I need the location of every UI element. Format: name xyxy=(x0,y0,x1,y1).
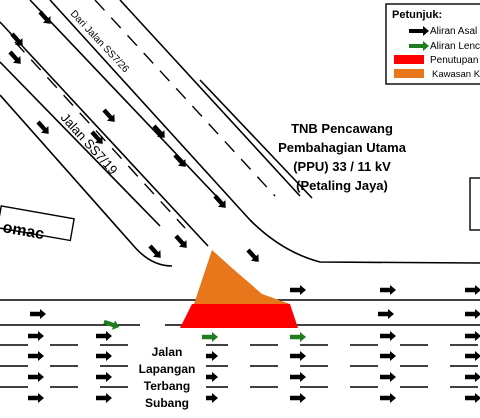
svg-text:Terbang: Terbang xyxy=(144,379,190,393)
road-ss7-26 xyxy=(49,0,480,264)
legend-item-orange: Kawasan K xyxy=(394,69,480,80)
tnb-building-label: TNB Pencawang Pembahagian Utama (PPU) 33… xyxy=(278,121,407,193)
svg-text:Aliran Asal: Aliran Asal xyxy=(430,26,477,37)
closure-zone xyxy=(180,304,298,328)
svg-text:TNB Pencawang: TNB Pencawang xyxy=(291,121,393,136)
svg-text:Aliran Lenc: Aliran Lenc xyxy=(430,41,480,52)
kawasan-area xyxy=(194,250,290,304)
legend-title: Petunjuk: xyxy=(392,9,442,21)
svg-text:Pembahagian Utama: Pembahagian Utama xyxy=(278,140,407,155)
svg-text:(PPU) 33 / 11 kV: (PPU) 33 / 11 kV xyxy=(293,159,391,174)
svg-text:Lapangan: Lapangan xyxy=(139,362,196,376)
building-right-partial xyxy=(469,177,480,231)
svg-text:Jalan: Jalan xyxy=(152,345,183,359)
green-arrow-icon xyxy=(409,41,429,51)
road-ss7-19 xyxy=(0,0,221,267)
legend-item-red: Penutupan xyxy=(394,55,478,66)
legend: Petunjuk: Aliran Asal Aliran Lenc Penutu… xyxy=(385,3,480,85)
label-from-ss7-26: Dari Jalan SS7/26 xyxy=(68,9,131,76)
orange-swatch xyxy=(394,69,424,78)
black-arrow-icon xyxy=(409,26,429,36)
svg-text:Subang: Subang xyxy=(145,396,189,410)
main-road-label: Jalan Lapangan Terbang Subang xyxy=(139,344,206,414)
svg-text:Penutupan: Penutupan xyxy=(430,55,478,66)
red-swatch xyxy=(394,55,424,64)
svg-text:Kawasan K: Kawasan K xyxy=(432,69,480,80)
lane-markings xyxy=(14,0,276,229)
main-road-lanes xyxy=(0,344,480,388)
legend-item-green-arrow: Aliran Lenc xyxy=(409,41,480,52)
legend-item-black-arrow: Aliran Asal xyxy=(409,26,477,37)
svg-text:(Petaling Jaya): (Petaling Jaya) xyxy=(296,178,388,193)
building-left: omac xyxy=(0,205,75,243)
